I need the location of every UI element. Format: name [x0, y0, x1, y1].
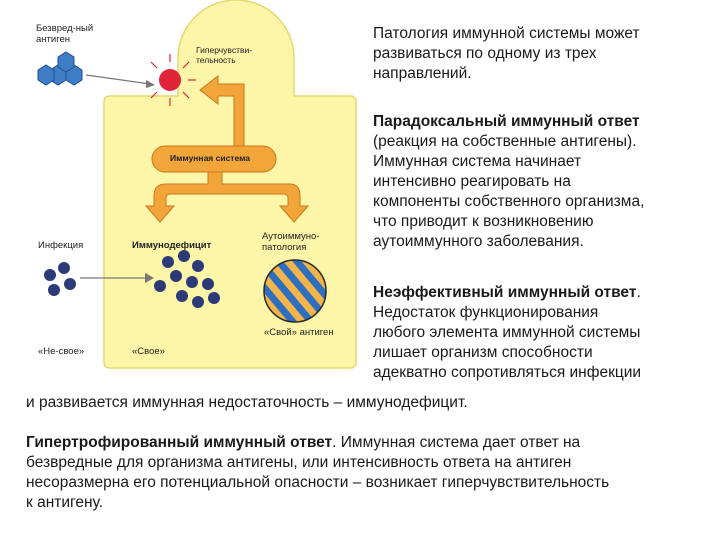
label-immunodeficiency: Иммунодефицит	[132, 240, 212, 251]
paradoxical-line-6: аутоиммунного заболевания.	[373, 233, 584, 250]
ineffective-title-suffix: .	[636, 284, 641, 301]
paradoxical-line-2: Иммунная система начинает	[373, 153, 582, 170]
antigen-arrowhead-icon	[146, 80, 155, 88]
ineffective-response-last-line: и развивается иммунная недостаточность –…	[26, 393, 706, 413]
ineffective-line-4: адекватно сопротивляться инфекции	[373, 364, 642, 381]
ineffective-line-2: любого элемента иммунной системы	[373, 324, 641, 341]
label-immune-system: Иммунная система	[170, 153, 250, 163]
label-autoimmune: Аутоиммуно- патология	[262, 231, 320, 253]
label-infection: Инфекция	[38, 240, 84, 251]
hypertrophied-response-paragraph: Гипертрофированный иммунный ответ. Иммун…	[26, 433, 710, 513]
hypertrophied-line-3: несоразмерна его потенциальной опасности…	[26, 474, 610, 491]
paradoxical-line-4: компоненты собственного организма,	[373, 193, 645, 210]
hypertrophied-line-4: к антигену.	[26, 494, 104, 511]
label-self-antigen: «Свой» антиген	[264, 327, 334, 338]
paradoxical-response-paragraph: Парадоксальный иммунный ответ (реакция н…	[373, 112, 703, 252]
immunodeficiency-cluster	[154, 250, 220, 308]
paradoxical-line-3: интенсивно реагировать на	[373, 173, 571, 190]
intro-line-3: направлений.	[373, 65, 472, 82]
label-hypersensitivity: Гиперчувстви- тельность	[196, 45, 253, 65]
hypertrophied-first-rest: . Иммунная система дает ответ на	[332, 434, 581, 451]
infection-arrowhead-icon	[145, 273, 154, 283]
immune-pathology-diagram: Безвред-ный антиген Гиперчувстви- тельно…	[0, 0, 360, 400]
intro-line-2: развиваться по одному из трех	[373, 45, 597, 62]
immune-pathway-arrows	[144, 74, 310, 223]
intro-line-1: Патология иммунной системы может	[373, 25, 640, 42]
paradoxical-line-5: что приводит к возникновению	[373, 213, 594, 230]
ineffective-line-3: лишает организм способности	[373, 344, 593, 361]
antigen-arrow	[85, 74, 151, 85]
red-dot	[159, 69, 181, 91]
ineffective-line-1: Недостаток функционирования	[373, 304, 599, 321]
paradoxical-response-title: Парадоксальный иммунный ответ	[373, 113, 640, 130]
ineffective-line-5: и развивается иммунная недостаточность –…	[26, 394, 468, 411]
infection-particles	[44, 262, 76, 296]
label-harmless-antigen: Безвред-ный антиген	[36, 23, 94, 45]
ineffective-response-paragraph: Неэффективный иммунный ответ. Недостаток…	[373, 283, 703, 383]
label-not-self: «Не-свое»	[38, 346, 85, 357]
hypersensitivity-reaction-icon	[150, 54, 196, 106]
hypertrophied-line-2: безвредные для организма антигены, или и…	[26, 454, 572, 471]
paradoxical-line-1: (реакция на собственные антигены).	[373, 133, 637, 150]
hypertrophied-response-title: Гипертрофированный иммунный ответ	[26, 434, 333, 451]
intro-paragraph: Патология иммунной системы может развива…	[373, 24, 703, 84]
harmless-antigen-icon	[37, 51, 83, 86]
ineffective-response-title: Неэффективный иммунный ответ	[373, 284, 637, 301]
label-self: «Свое»	[132, 346, 165, 357]
diagram-graphics	[37, 0, 357, 369]
self-antigen-circle	[263, 259, 327, 323]
